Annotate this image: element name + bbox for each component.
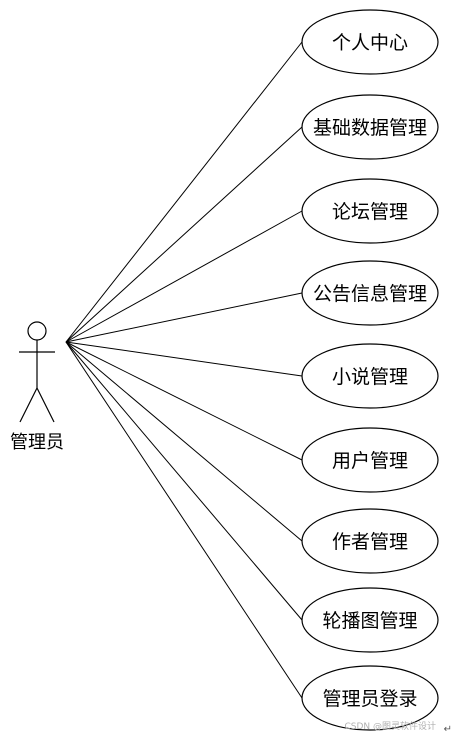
use-case: 小说管理 bbox=[301, 343, 439, 409]
use-case: 用户管理 bbox=[301, 427, 439, 493]
use-case-ellipse bbox=[301, 427, 439, 493]
use-case-label: 论坛管理 bbox=[332, 201, 408, 223]
use-case: 公告信息管理 bbox=[301, 260, 439, 326]
actor: 管理员 bbox=[10, 321, 64, 453]
use-case-label: 作者管理 bbox=[332, 531, 408, 553]
use-case-label: 轮播图管理 bbox=[322, 610, 417, 632]
actor-right-leg bbox=[36, 387, 55, 423]
association-line bbox=[65, 210, 303, 343]
association-line bbox=[65, 341, 303, 542]
use-case-label: 小说管理 bbox=[332, 366, 408, 388]
association-line bbox=[65, 126, 303, 343]
use-case: 个人中心 bbox=[301, 9, 439, 75]
association-line bbox=[65, 341, 303, 461]
actor-label: 管理员 bbox=[10, 432, 64, 453]
actor-left-leg bbox=[19, 387, 38, 423]
association-lines bbox=[65, 41, 303, 699]
association-line bbox=[65, 41, 303, 343]
use-case: 管理员登录 bbox=[301, 665, 439, 731]
use-case-label: 用户管理 bbox=[332, 450, 408, 472]
use-case-ellipse bbox=[301, 665, 439, 731]
use-case-label: 基础数据管理 bbox=[313, 117, 427, 139]
use-case-ellipse bbox=[301, 587, 439, 653]
use-case: 论坛管理 bbox=[301, 178, 439, 244]
use-case-ellipse bbox=[301, 508, 439, 574]
use-case: 轮播图管理 bbox=[301, 587, 439, 653]
use-case-ellipse bbox=[301, 343, 439, 409]
actor-head bbox=[27, 321, 47, 341]
use-cases: 个人中心基础数据管理论坛管理公告信息管理小说管理用户管理作者管理轮播图管理管理员… bbox=[301, 9, 439, 731]
association-line bbox=[65, 341, 303, 699]
association-line bbox=[65, 292, 303, 343]
association-line bbox=[65, 341, 303, 621]
use-case-ellipse bbox=[301, 94, 439, 160]
use-case-label: 个人中心 bbox=[332, 32, 408, 54]
use-case: 基础数据管理 bbox=[301, 94, 439, 160]
watermark: CSDN @图灵软件设计 bbox=[344, 720, 436, 732]
use-case-label: 公告信息管理 bbox=[313, 283, 427, 305]
use-case: 作者管理 bbox=[301, 508, 439, 574]
use-case-ellipse bbox=[301, 260, 439, 326]
association-line bbox=[65, 341, 303, 377]
use-case-ellipse bbox=[301, 9, 439, 75]
use-case-label: 管理员登录 bbox=[322, 688, 417, 710]
corner-mark: ↵ bbox=[444, 724, 452, 735]
use-case-ellipse bbox=[301, 178, 439, 244]
